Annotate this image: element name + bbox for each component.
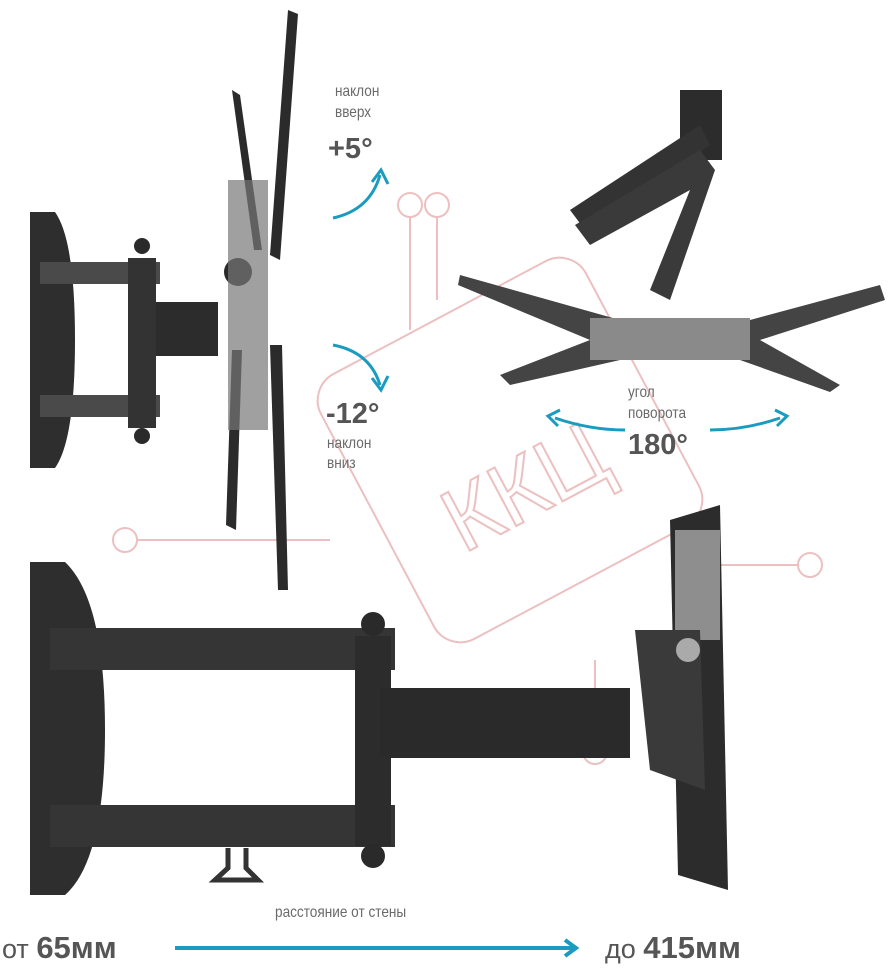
swivel-label-2: поворота (628, 405, 687, 422)
tilt-up-value: +5° (328, 133, 373, 165)
distance-max-value: 415мм (643, 930, 741, 965)
distance-arrow (175, 938, 580, 958)
swivel-arrow (545, 408, 790, 432)
distance-caption: расстояние от стены (275, 904, 407, 921)
distance-max: до 415мм (605, 932, 741, 963)
swivel-value: 180° (628, 429, 688, 461)
swivel-label-1: угол (628, 384, 655, 401)
tilt-up-label-2: вверх (335, 104, 372, 121)
tilt-down-label-1: наклон (327, 435, 372, 452)
tilt-down-label-2: вниз (327, 455, 356, 472)
tilt-down-value: -12° (326, 398, 380, 430)
mount-side-view (30, 10, 298, 590)
tilt-up-arrow (332, 167, 390, 220)
distance-min-prefix: от (2, 934, 29, 964)
distance-min: от 65мм (2, 932, 117, 963)
mount-top-view (458, 90, 885, 392)
distance-min-value: 65мм (36, 930, 117, 965)
tilt-up-label-1: наклон (335, 83, 380, 100)
tilt-down-arrow (332, 343, 390, 393)
mount-extended-view (30, 505, 728, 895)
distance-max-prefix: до (605, 934, 636, 964)
